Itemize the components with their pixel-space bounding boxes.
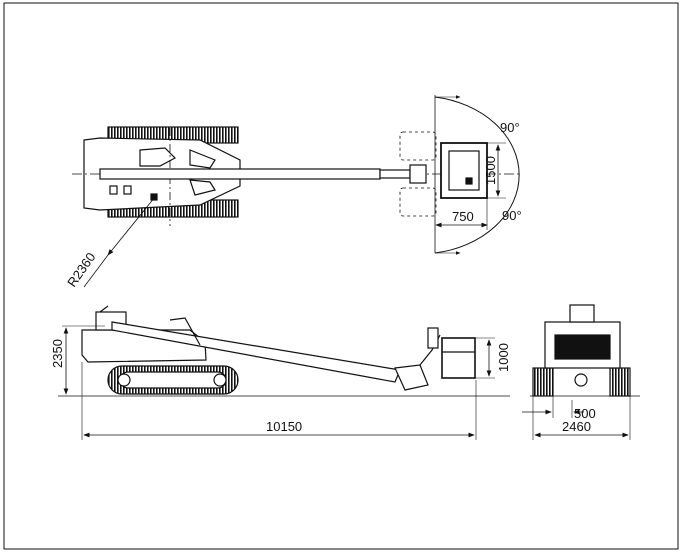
side-track-frame bbox=[119, 371, 227, 389]
side-mast bbox=[99, 305, 109, 313]
top-platform-ghost-upper bbox=[399, 131, 437, 161]
top-window-1 bbox=[109, 185, 118, 195]
page-border bbox=[3, 2, 679, 550]
side-platform-post bbox=[427, 327, 439, 349]
rear-hitch bbox=[574, 373, 588, 387]
top-platform-ghost-lower bbox=[399, 187, 437, 217]
overall-width-label: 2460 bbox=[562, 419, 591, 434]
top-window-2 bbox=[123, 185, 132, 195]
rear-boom-end bbox=[569, 304, 595, 323]
top-panel-upper bbox=[189, 149, 216, 169]
side-sprocket bbox=[213, 373, 227, 387]
top-boom-inner bbox=[379, 169, 411, 179]
radius-label: R2360 bbox=[64, 250, 98, 290]
side-jib bbox=[394, 364, 429, 391]
top-jib bbox=[409, 164, 427, 184]
side-view bbox=[58, 305, 510, 440]
total-height-label: 2350 bbox=[50, 339, 65, 368]
top-boom-outer bbox=[99, 168, 381, 180]
total-length-label: 10150 bbox=[266, 419, 302, 434]
side-boom-cylinder bbox=[169, 317, 201, 346]
platform-swing-arc bbox=[434, 96, 520, 254]
platform-depth-label: 750 bbox=[452, 209, 474, 224]
rear-track-left bbox=[532, 367, 554, 397]
rear-counterweight bbox=[554, 334, 611, 360]
top-view bbox=[72, 95, 520, 288]
angle-label-lower: 90° bbox=[502, 208, 522, 223]
platform-width-label: 1500 bbox=[483, 156, 498, 185]
track-width-label: 500 bbox=[574, 406, 596, 421]
platform-height-label: 1000 bbox=[496, 343, 511, 372]
top-platform-inner bbox=[448, 150, 480, 191]
radius-leader-tail bbox=[83, 254, 109, 288]
rear-view bbox=[522, 304, 640, 440]
radius-leader bbox=[107, 196, 156, 256]
side-boom bbox=[111, 321, 401, 383]
top-hood bbox=[139, 147, 176, 167]
angle-label-upper: 90° bbox=[500, 120, 520, 135]
top-pivot bbox=[150, 193, 158, 201]
top-panel-lower bbox=[189, 179, 216, 196]
side-platform bbox=[441, 337, 476, 379]
rear-track-right bbox=[609, 367, 631, 397]
top-control-box bbox=[465, 177, 473, 185]
side-idler bbox=[117, 373, 131, 387]
